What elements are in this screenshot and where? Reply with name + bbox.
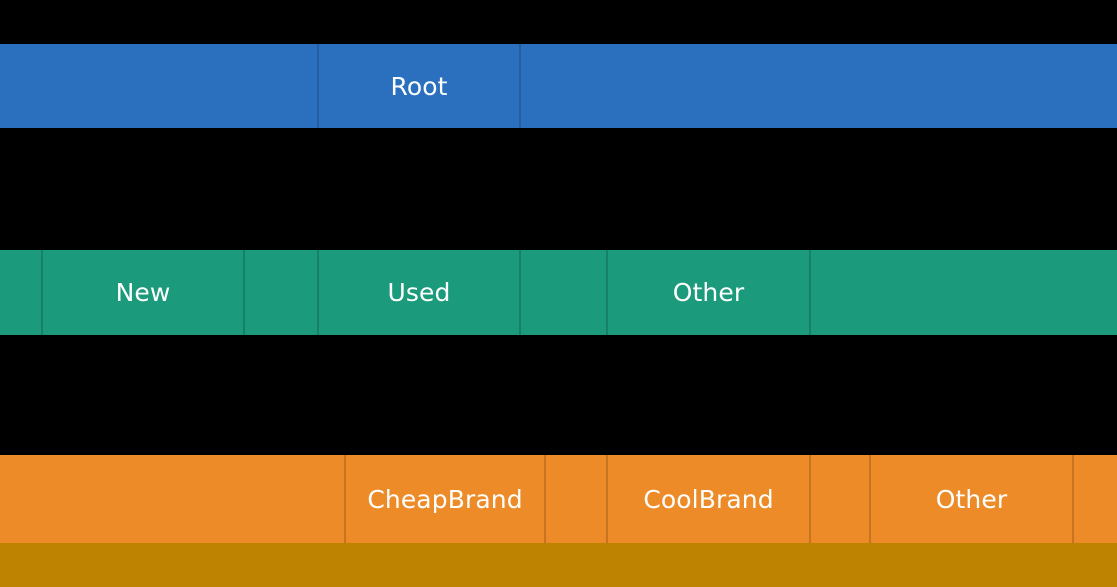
- icicle-node-label: Used: [387, 278, 451, 307]
- icicle-node-unlabeled[interactable]: [520, 250, 607, 335]
- icicle-level-1: New Used Other: [0, 250, 1117, 335]
- icicle-node-other[interactable]: Other: [607, 250, 810, 335]
- icicle-node-used[interactable]: Used: [318, 250, 520, 335]
- icicle-node-unlabeled[interactable]: [0, 543, 1117, 587]
- icicle-node-unlabeled[interactable]: [0, 250, 42, 335]
- icicle-node-label: Other: [935, 484, 1008, 514]
- icicle-node-label: CheapBrand: [367, 484, 523, 514]
- icicle-node-label: New: [115, 278, 171, 307]
- icicle-node-other[interactable]: Other: [870, 455, 1073, 543]
- icicle-node-new[interactable]: New: [42, 250, 244, 335]
- icicle-node-unlabeled[interactable]: [244, 250, 318, 335]
- icicle-node-unlabeled[interactable]: [1073, 455, 1117, 543]
- icicle-level-2: CheapBrand CoolBrand Other: [0, 455, 1117, 543]
- icicle-node-unlabeled[interactable]: [810, 455, 870, 543]
- icicle-level-0: Root: [0, 44, 1117, 128]
- icicle-node-unlabeled[interactable]: [0, 44, 318, 128]
- icicle-node-root[interactable]: Root: [318, 44, 520, 128]
- icicle-node-label: Root: [390, 71, 448, 101]
- icicle-node-unlabeled[interactable]: [520, 44, 1117, 128]
- icicle-node-cheapbrand[interactable]: CheapBrand: [345, 455, 545, 543]
- icicle-node-unlabeled[interactable]: [0, 455, 345, 543]
- icicle-node-label: CoolBrand: [643, 484, 774, 514]
- icicle-node-label: Other: [672, 278, 745, 307]
- icicle-node-unlabeled[interactable]: [545, 455, 607, 543]
- icicle-level-3: [0, 543, 1117, 587]
- icicle-node-unlabeled[interactable]: [810, 250, 1117, 335]
- icicle-node-coolbrand[interactable]: CoolBrand: [607, 455, 810, 543]
